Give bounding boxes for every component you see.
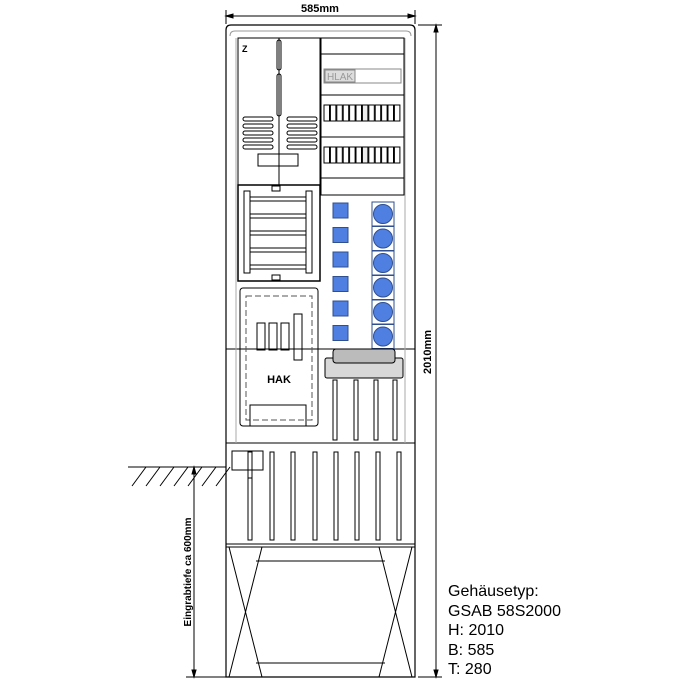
small-socket: [332, 300, 349, 317]
breaker: [355, 146, 362, 164]
slot: [373, 379, 379, 441]
breaker: [323, 104, 330, 122]
breaker: [387, 146, 394, 164]
vent: [286, 144, 318, 150]
breaker: [374, 104, 382, 122]
breaker: [368, 146, 375, 164]
slot: [290, 451, 296, 541]
slot: [333, 451, 339, 541]
vent: [242, 130, 274, 136]
breaker: [368, 104, 375, 122]
spec-type-label: Gehäusetyp:: [448, 583, 539, 600]
large-socket: [373, 302, 393, 322]
burial-depth-dimension: Eingrabtiefe ca 600mm: [183, 465, 226, 679]
hlak-label: HLAK: [327, 72, 353, 83]
width-dimension: 585mm: [224, 3, 417, 24]
breaker: [349, 104, 356, 122]
slot: [332, 379, 338, 441]
large-socket: [373, 228, 393, 249]
small-socket: [332, 202, 349, 219]
breaker: [329, 104, 337, 122]
breaker: [393, 146, 401, 164]
small-socket: [332, 227, 349, 243]
large-socket: [373, 277, 393, 298]
cabinet-body: [225, 24, 416, 678]
spec-depth: T: 280: [448, 661, 492, 678]
breaker-box: [237, 184, 321, 282]
vent: [242, 137, 274, 143]
ground-hatch: [131, 466, 147, 487]
base-frame: [228, 546, 413, 678]
hak-panel: HAK: [239, 287, 319, 427]
burial-depth-label: Eingrabtiefe ca 600mm: [183, 517, 194, 626]
breaker: [329, 146, 337, 164]
ground-hatch: [187, 466, 203, 487]
vent: [242, 123, 274, 129]
breaker: [349, 146, 356, 164]
breaker: [361, 146, 369, 164]
height-label: 2010mm: [422, 330, 434, 374]
breaker: [355, 104, 362, 122]
label-plate: [231, 450, 264, 471]
slot: [247, 477, 253, 541]
spec-model: GSAB 58S2000: [448, 602, 561, 620]
slot: [392, 379, 398, 441]
hak-label: HAK: [267, 374, 291, 386]
din-rail: [249, 264, 307, 270]
meter-panel: Z: [237, 37, 321, 186]
din-rail: [249, 230, 307, 236]
din-rail: [249, 247, 307, 253]
breaker: [393, 104, 401, 122]
breaker: [381, 146, 388, 164]
cable-cover: [332, 348, 396, 364]
vent: [286, 137, 318, 143]
breaker: [387, 104, 394, 122]
vent: [242, 144, 274, 150]
spec-block: Gehäusetyp: GSAB 58S2000 H: 2010 B: 585 …: [448, 582, 561, 680]
slot: [396, 451, 402, 541]
distribution-panel: HLAK: [320, 37, 405, 196]
vent-slots: [247, 379, 402, 541]
ground-hatch: [173, 466, 189, 487]
vent: [242, 116, 274, 122]
breaker: [342, 104, 350, 122]
slot: [247, 451, 253, 541]
vent: [286, 123, 318, 129]
breaker: [323, 146, 330, 164]
small-socket: [332, 251, 349, 268]
spec-width: B: 585: [448, 641, 495, 659]
din-rail: [249, 213, 307, 219]
din-rail: [249, 196, 307, 202]
spec-height: H: 2010: [448, 622, 505, 639]
vent: [286, 130, 318, 136]
breaker: [361, 104, 369, 122]
large-socket: [373, 326, 393, 347]
socket-group: [332, 201, 395, 349]
breaker: [374, 146, 382, 164]
vent: [286, 116, 318, 122]
slot: [312, 451, 318, 541]
large-socket: [373, 253, 393, 273]
large-socket: [373, 204, 393, 224]
width-label: 585mm: [301, 3, 339, 15]
breaker: [336, 146, 343, 164]
slot: [269, 451, 275, 541]
slot: [353, 379, 359, 441]
ground-line: [128, 466, 231, 487]
small-socket: [332, 325, 349, 341]
ground-hatch: [215, 466, 231, 487]
height-dimension: 2010mm: [418, 23, 442, 679]
slot: [354, 451, 360, 541]
breaker: [342, 146, 350, 164]
breaker: [381, 104, 388, 122]
breaker: [336, 104, 343, 122]
slot: [375, 451, 381, 541]
ground-hatch: [201, 466, 217, 487]
ground-hatch: [145, 466, 161, 487]
small-socket: [332, 276, 349, 292]
meter-label: Z: [242, 44, 248, 54]
ground-hatch: [159, 466, 175, 487]
